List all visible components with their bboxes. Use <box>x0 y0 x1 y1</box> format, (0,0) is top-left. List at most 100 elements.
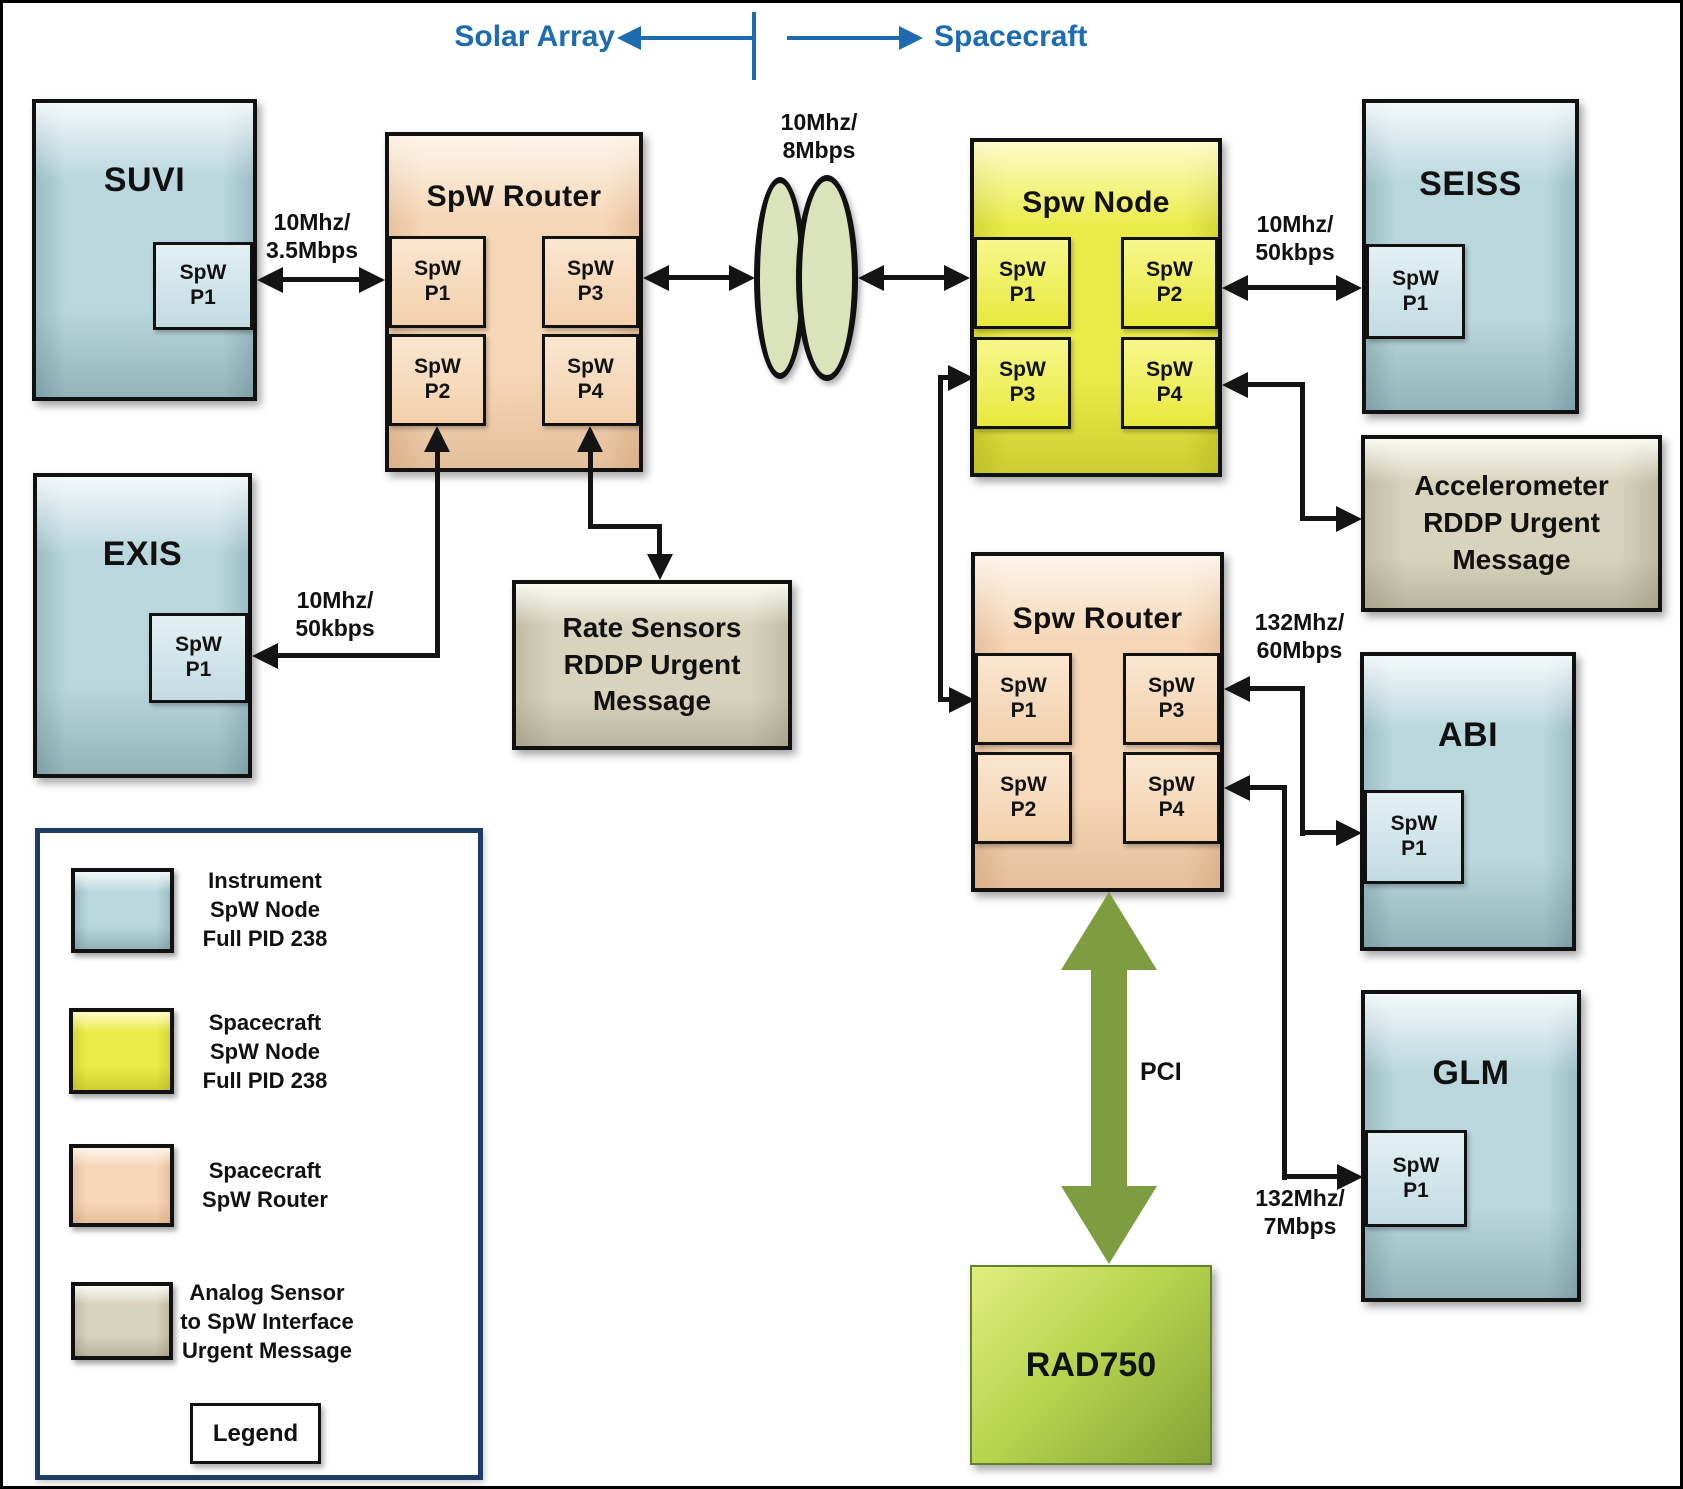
port-label: SpW <box>1000 674 1047 698</box>
arrowhead-icon <box>1336 275 1362 301</box>
node-port-p2: SpW P2 <box>1121 237 1218 329</box>
port-label: SpW <box>1146 358 1193 382</box>
connector-node-seiss <box>1248 285 1336 290</box>
legend-title: Legend <box>212 1419 299 1447</box>
connector-router-abi <box>1250 686 1305 691</box>
rad750-title: RAD750 <box>1025 1345 1157 1384</box>
spacecraft-spw-node-box: Spw Node SpW P1 SpW P2 SpW P3 SpW P4 <box>970 138 1222 477</box>
port-label: SpW <box>1148 674 1195 698</box>
legend-label-line: Analog Sensor <box>189 1280 345 1305</box>
legend-swatch-instrument-node <box>71 868 174 953</box>
port-label: P3 <box>1158 699 1185 722</box>
arrowhead-icon <box>1336 820 1362 846</box>
legend-label-spacecraft-node: Spacecraft SpW Node Full PID 238 <box>150 1008 380 1095</box>
connector-exis-router <box>278 653 440 658</box>
link-label-line: 10Mhz/ <box>780 109 858 135</box>
port-label: P4 <box>577 380 604 403</box>
port-label: P4 <box>1158 798 1185 821</box>
link-label-line: 10Mhz/ <box>296 587 374 613</box>
legend-label-line: to SpW Interface <box>180 1309 354 1335</box>
exis-port-p1: SpW P1 <box>149 613 248 703</box>
legend-label-analog-interface: Analog Sensor to SpW Interface Urgent Me… <box>148 1278 386 1365</box>
arrowhead-icon <box>1337 1164 1363 1190</box>
connector-node-scrouter <box>940 375 948 380</box>
header-divider-line <box>752 12 756 80</box>
link-label-suvi-router: 10Mhz/ 3.5Mbps <box>256 208 368 264</box>
right-arrowhead-icon <box>899 26 923 50</box>
message-line: Message <box>592 685 712 717</box>
port-label: P1 <box>1009 283 1036 306</box>
connector-exis-router <box>435 452 440 656</box>
legend-label-line: Instrument <box>208 868 322 893</box>
exis-box: EXIS SpW P1 <box>33 473 252 778</box>
legend-label-line: Spacecraft <box>208 1010 322 1035</box>
link-label-node-seiss: 10Mhz/ 50kbps <box>1240 210 1350 266</box>
legend-label-line: Urgent Message <box>182 1338 352 1364</box>
solar-array-side-label: Solar Array <box>454 20 615 53</box>
abi-box: ABI SpW P1 <box>1360 652 1576 951</box>
link-label-router-glm: 132Mhz/ 7Mbps <box>1244 1184 1356 1240</box>
connector-router-abi <box>1300 686 1305 836</box>
arrowhead-icon <box>729 265 755 291</box>
port-label: P1 <box>185 658 212 681</box>
link-label-line: 10Mhz/ <box>1256 211 1334 237</box>
link-label-line: 3.5Mbps <box>265 237 359 264</box>
connector-suvi-router <box>283 277 359 282</box>
header-right-line <box>787 36 899 40</box>
connector-node-accelerometer <box>1300 516 1336 521</box>
port-label: P1 <box>1403 1178 1429 1202</box>
node-port-p4: SpW P4 <box>1121 337 1218 429</box>
suvi-title: SUVI <box>103 161 186 199</box>
link-label-exis-router: 10Mhz/ 50kbps <box>280 586 390 642</box>
arrowhead-icon <box>948 365 974 391</box>
legend-label-line: SpW Router <box>202 1187 328 1213</box>
legend-label-line: Full PID 238 <box>202 1068 328 1094</box>
port-label: SpW <box>414 257 461 281</box>
port-label: SpW <box>1146 258 1193 282</box>
solar-spw-router-title: SpW Router <box>426 180 602 213</box>
message-line: Rate Sensors <box>562 611 742 643</box>
port-label: SpW <box>999 358 1046 382</box>
abi-port-p1: SpW P1 <box>1364 790 1464 884</box>
rate-sensors-message-box: Rate Sensors RDDP Urgent Message <box>512 580 792 750</box>
solar-router-port-p1: SpW P1 <box>389 236 486 328</box>
rad750-box: RAD750 <box>970 1265 1212 1465</box>
connector-router-abi <box>1300 830 1336 835</box>
port-label: SpW <box>567 355 614 379</box>
pci-arrow-icon <box>1091 968 1127 1188</box>
arrowhead-icon <box>257 267 283 293</box>
arrowhead-icon <box>647 554 673 580</box>
port-label: SpW <box>1000 773 1047 797</box>
sc-router-port-p4: SpW P4 <box>1123 752 1220 844</box>
port-label: P1 <box>1401 837 1427 860</box>
pci-bus-label: PCI <box>1140 1058 1182 1086</box>
arrowhead-icon <box>949 687 975 713</box>
abi-title: ABI <box>1437 716 1499 754</box>
node-port-p3: SpW P3 <box>974 337 1071 429</box>
arrowhead-icon <box>252 643 278 669</box>
port-label: SpW <box>179 261 227 285</box>
port-label: SpW <box>1392 266 1439 290</box>
glm-title: GLM <box>1432 1054 1510 1092</box>
port-label: P2 <box>1156 283 1183 306</box>
link-label-line: 8Mbps <box>782 137 856 164</box>
solar-spw-router-box: SpW Router SpW P1 SpW P3 SpW P2 SpW P4 <box>385 132 643 472</box>
solar-router-port-p3: SpW P3 <box>542 236 639 328</box>
connector-link-node <box>884 275 944 280</box>
spacecraft-spw-node-title: Spw Node <box>1022 186 1170 219</box>
arrowhead-icon <box>1336 506 1362 532</box>
link-label-router-node: 10Mhz/ 8Mbps <box>758 108 880 164</box>
header-left-line <box>641 36 753 40</box>
left-arrowhead-icon <box>617 26 641 50</box>
link-label-line: 132Mhz/ <box>1254 609 1345 635</box>
message-line: RDDP Urgent <box>563 648 741 680</box>
suvi-box: SUVI SpW P1 <box>32 99 257 401</box>
seiss-title: SEISS <box>1419 165 1522 203</box>
message-line: Message <box>1452 543 1571 575</box>
link-label-line: 50kbps <box>295 615 375 642</box>
port-label: SpW <box>1148 773 1195 797</box>
arrowhead-icon <box>424 426 450 452</box>
connector-node-accelerometer <box>1248 382 1305 387</box>
link-label-line: 7Mbps <box>1263 1213 1337 1240</box>
